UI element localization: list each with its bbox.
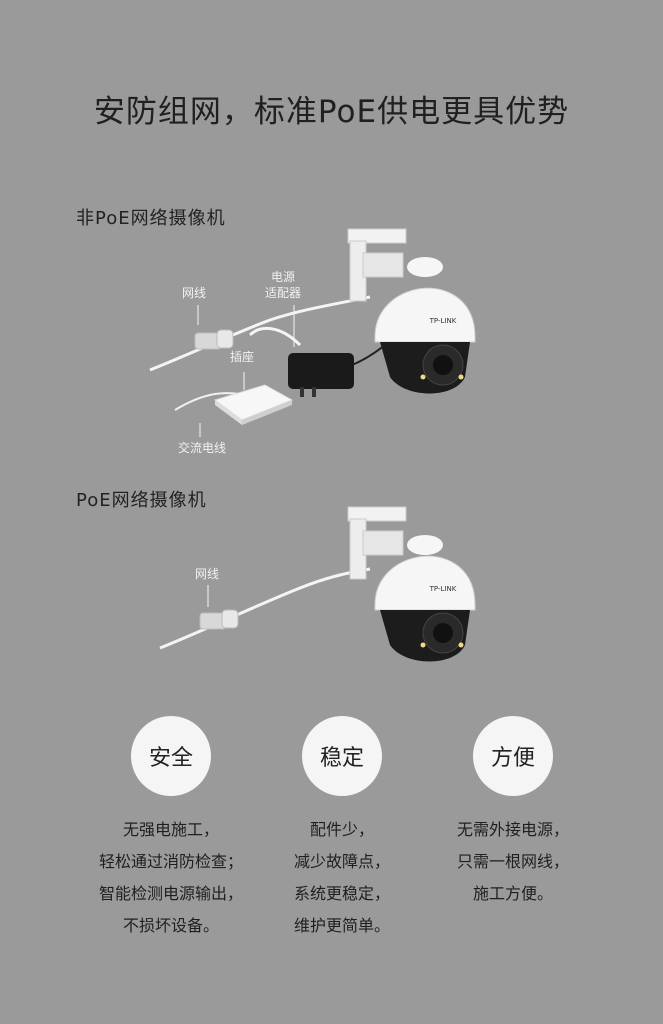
desc-line: 系统更稳定， xyxy=(293,884,390,903)
ac-cable-label: 交流电线 xyxy=(178,441,227,455)
desc-line: 无强电施工， xyxy=(122,820,219,839)
camera: TP-LINK xyxy=(347,506,476,662)
benefit-circle-stable: 稳定 xyxy=(302,716,382,796)
adapter-label-line1: 电源 xyxy=(270,270,295,284)
poe-label: PoE网络摄像机 xyxy=(76,490,207,511)
desc-line: 智能检测电源输出， xyxy=(98,884,243,903)
camera-brand: TP-LINK xyxy=(429,317,457,325)
poe-scene: TP-LINK xyxy=(159,506,476,662)
non-poe-scene: TP-LINK xyxy=(149,228,476,437)
page-title: 安防组网，标准PoE供电更具优势 xyxy=(93,94,570,130)
benefit-circle-safe: 安全 xyxy=(131,716,211,796)
rj45-connector xyxy=(199,609,239,630)
camera: TP-LINK xyxy=(347,228,476,394)
benefit-desc-stable: 配件少， 减少故障点， 系统更稳定， 维护更简单。 xyxy=(257,814,427,942)
socket-label: 插座 xyxy=(230,350,255,364)
adapter-label: 电源 适配器 xyxy=(263,269,303,301)
desc-line: 施工方便。 xyxy=(472,884,553,903)
desc-line: 减少故障点， xyxy=(293,852,390,871)
camera-brand: TP-LINK xyxy=(429,585,457,593)
power-adapter xyxy=(288,353,354,397)
rj45-connector xyxy=(194,329,234,350)
poe-cable-label: 网线 xyxy=(195,567,220,581)
socket xyxy=(213,384,294,425)
desc-line: 维护更简单。 xyxy=(293,916,390,935)
desc-line: 不损坏设备。 xyxy=(122,916,219,935)
benefit-circle-convenient: 方便 xyxy=(473,716,553,796)
desc-line: 配件少， xyxy=(309,820,374,839)
benefit-desc-safe: 无强电施工， 轻松通过消防检查； 智能检测电源输出， 不损坏设备。 xyxy=(86,814,256,942)
desc-line: 无需外接电源， xyxy=(456,820,569,839)
adapter-label-line2: 适配器 xyxy=(264,286,301,300)
desc-line: 轻松通过消防检查； xyxy=(98,852,243,871)
cable-label: 网线 xyxy=(182,286,207,300)
desc-line: 只需一根网线， xyxy=(456,852,569,871)
benefit-desc-convenient: 无需外接电源， 只需一根网线， 施工方便。 xyxy=(428,814,598,910)
non-poe-label: 非PoE网络摄像机 xyxy=(76,208,226,229)
